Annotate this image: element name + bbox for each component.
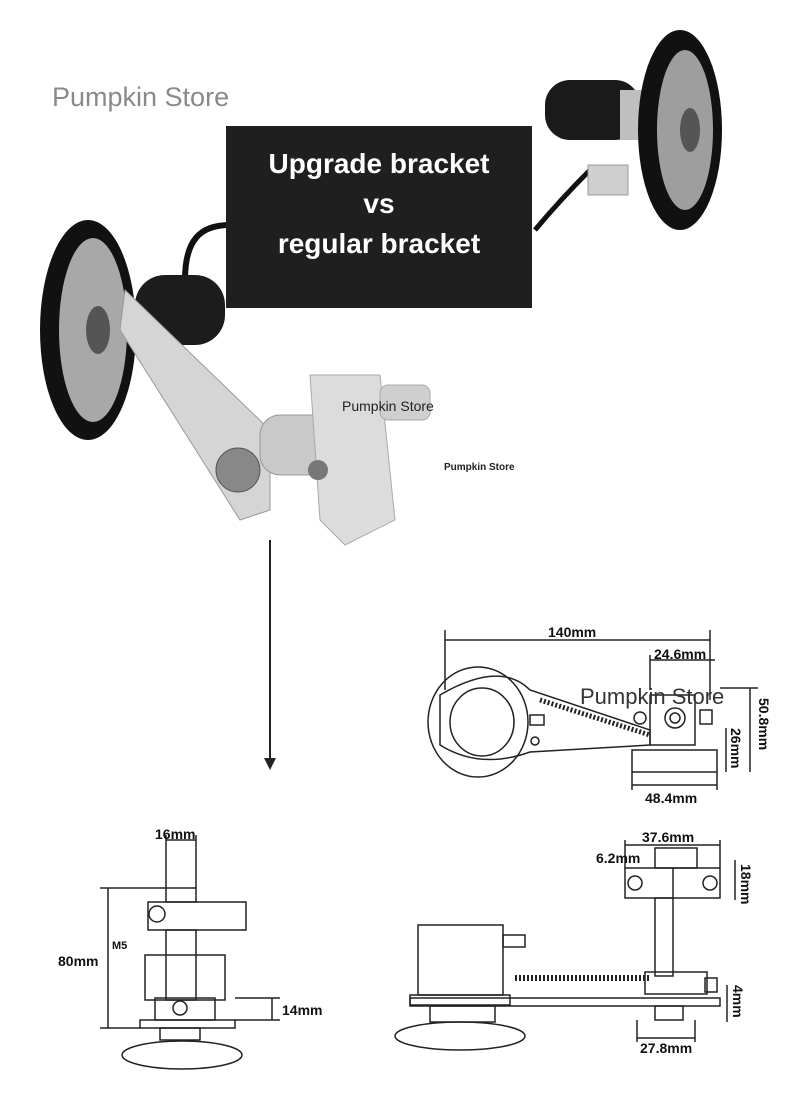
dim-4: 4mm [730,985,746,1018]
banner-line-3: regular bracket [277,228,481,259]
dim-6-2: 6.2mm [596,850,641,866]
dim-140: 140mm [548,624,597,640]
front-view-drawing [100,835,280,1070]
photo-watermark: Pumpkin Store [342,398,434,414]
dim-18: 18mm [738,864,754,905]
dim-80: 80mm [58,953,99,969]
dim-26: 26mm [728,728,744,769]
brand-name: Pumpkin Store [52,82,230,112]
side-view-drawing [394,840,736,1051]
top-view-drawing [427,630,758,790]
dim-50-8: 50.8mm [756,698,772,751]
dim-24-6: 24.6mm [654,646,707,662]
dim-14: 14mm [282,1002,323,1018]
banner-line-1: Upgrade bracket [268,148,490,179]
upgrade-bracket-photo [40,220,431,546]
banner-line-2: vs [363,188,395,219]
comparison-banner: Upgrade bracket vs regular bracket [226,126,532,308]
dim-48-4: 48.4mm [645,790,698,806]
dim-16: 16mm [155,826,196,842]
drawing-watermark: Pumpkin Store [580,684,725,709]
dim-27-8: 27.8mm [640,1040,693,1056]
dim-37-6: 37.6mm [642,829,695,845]
dim-m5: M5 [112,940,128,952]
regular-bracket-photo [533,30,722,232]
photo-watermark-small: Pumpkin Store [444,462,515,473]
